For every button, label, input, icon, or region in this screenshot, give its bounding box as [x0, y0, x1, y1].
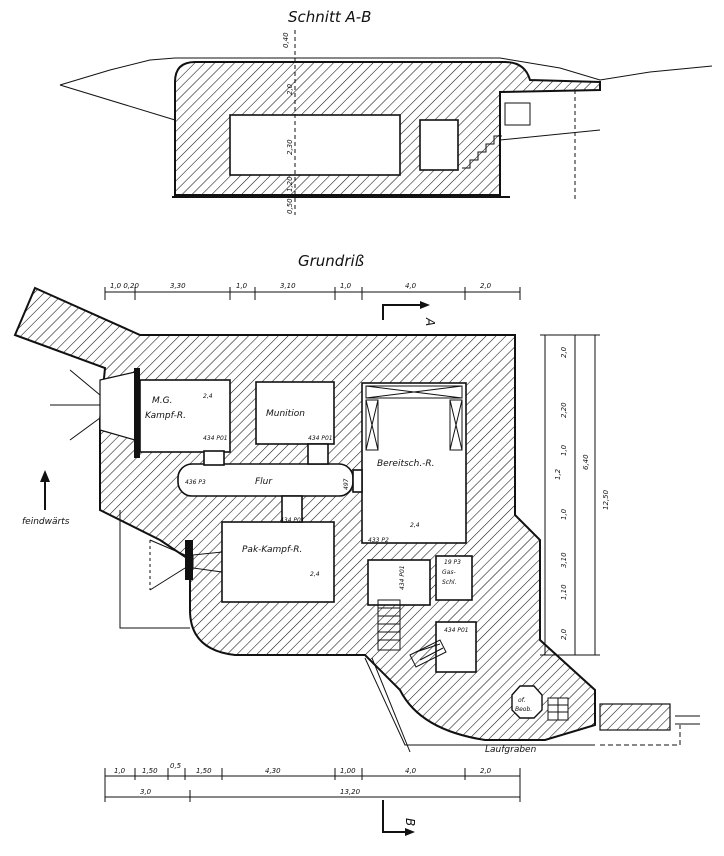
entrance-stairs	[409, 639, 447, 668]
terrain-line	[59, 57, 713, 86]
bottom-dim-5: 1,00	[340, 767, 356, 775]
cut-marker-b: B	[382, 800, 417, 836]
right-dim-7: 2,0	[560, 628, 568, 640]
section-ground-right	[499, 129, 601, 141]
marker-434-pak: 434 P01	[280, 517, 305, 524]
right-dim-6: 1,10	[560, 584, 568, 600]
section-title: Schnitt A-B	[288, 8, 371, 26]
door-munition	[307, 443, 329, 465]
marker-434-entry: 434 P01	[444, 627, 469, 634]
section-view: Schnitt A-B 0,40 2,0 2,30 1,20 0,50	[59, 8, 713, 215]
right-dim-5: 3,10	[560, 552, 568, 568]
bottom-dimension-lines: 1,0 1,50 0,5 1,50 4,30 1,00 4,0 2,0 3,0 …	[104, 762, 521, 802]
bottom-dim-4: 4,30	[265, 767, 281, 775]
right-dim-0: 2,0	[560, 346, 568, 358]
fire-lines	[50, 369, 190, 629]
top-dim-3: 3,10	[280, 282, 296, 290]
room-label-gas-2: Schl.	[442, 579, 457, 586]
room-label-bereitsch: Bereitsch.-R.	[377, 459, 435, 469]
feindwaerts-label: feindwärts	[22, 517, 70, 527]
top-dim-2: 1,0	[236, 282, 248, 290]
room-label-mg-2: Kampf-R.	[145, 411, 186, 421]
mg-embrasure	[99, 371, 136, 441]
pak-embrasure	[149, 539, 223, 591]
room-gas	[435, 555, 473, 601]
marker-434-munition: 434 P01	[308, 435, 333, 442]
bottom-dim-row2-0: 3,0	[140, 788, 152, 796]
terrain-slope-left	[59, 84, 176, 121]
door-pak	[281, 495, 303, 523]
cut-label-b: B	[403, 818, 417, 826]
marker-24-mg: 2,4	[203, 393, 213, 400]
top-dimension-line: 1,0 0,20 3,30 1,0 3,10 1,0 4,0 2,0	[104, 282, 521, 300]
section-periscope	[504, 102, 531, 126]
bottom-dim-2: 0,5	[170, 762, 182, 770]
top-dim-0: 1,0 0,20	[110, 282, 139, 290]
top-dim-4: 1,0	[340, 282, 352, 290]
section-dim-0: 0,40	[282, 32, 290, 48]
bottom-dim-0: 1,0	[114, 767, 126, 775]
marker-19: 19 P3	[444, 559, 461, 566]
marker-497: 497	[343, 478, 350, 490]
room-bereitsch	[361, 382, 467, 544]
marker-433: 433 P2	[368, 537, 389, 544]
room-munition	[255, 381, 335, 445]
cut-label-a: A	[423, 317, 437, 326]
bottom-dim-row2-1: 13,20	[340, 788, 361, 796]
room-label-beob-2: Beob.	[515, 706, 532, 713]
laufgraben-label: Laufgraben	[485, 745, 537, 755]
bottom-dim-7: 2,0	[480, 767, 492, 775]
section-dim-3: 1,20	[286, 176, 294, 192]
marker-434-stair: 434 P01	[399, 565, 406, 590]
room-label-munition: Munition	[266, 409, 305, 419]
right-dim-4: 1,0	[560, 508, 568, 520]
door-mg	[203, 450, 225, 466]
right-dimension-lines: 2,0 2,20 1,0 1,2 1,0 3,10 1,10 2,0 6,40 …	[540, 334, 610, 656]
room-entry	[435, 621, 477, 673]
section-door-frame	[419, 119, 459, 171]
feindwaerts-indicator: feindwärts	[22, 470, 70, 527]
right-dim-mid: 6,40	[582, 454, 590, 470]
marker-24-bereitsch: 2,4	[410, 522, 420, 529]
top-dim-5: 4,0	[405, 282, 417, 290]
observation-post	[511, 685, 569, 721]
section-dim-4: 0,50	[286, 198, 294, 214]
stairs	[377, 599, 401, 651]
bottom-dim-6: 4,0	[405, 767, 417, 775]
right-dim-2: 1,0	[560, 444, 568, 456]
top-dim-1: 3,30	[170, 282, 186, 290]
section-room	[229, 114, 401, 176]
room-pak	[221, 521, 335, 603]
plan-concrete-body	[13, 286, 596, 741]
marker-434-mg: 434 P01	[203, 435, 228, 442]
cut-marker-a: A	[382, 301, 437, 326]
room-mg	[139, 379, 231, 453]
room-label-pak: Pak-Kampf-R.	[242, 545, 302, 555]
marker-436: 436 P3	[185, 479, 206, 486]
mg-embrasure-plate	[134, 368, 140, 458]
room-stair-hall	[367, 559, 431, 606]
right-dim-1: 2,20	[560, 402, 568, 418]
bunk-crosses	[365, 385, 463, 451]
room-label-gas-1: Gas-	[442, 569, 456, 576]
door-bereitsch	[352, 469, 363, 493]
right-dim-3: 1,2	[554, 468, 562, 480]
section-steps	[462, 135, 502, 169]
room-label-flur: Flur	[255, 477, 273, 487]
bottom-dim-3: 1,50	[196, 767, 212, 775]
bottom-dim-1: 1,50	[142, 767, 158, 775]
laufgraben-trench: Laufgraben	[364, 657, 700, 755]
plan-title: Grundriß	[298, 252, 364, 270]
room-label-beob-1: of.	[518, 697, 526, 704]
right-dim-total: 12,50	[602, 489, 610, 510]
section-dim-2: 2,30	[286, 139, 294, 155]
top-dim-6: 2,0	[480, 282, 492, 290]
section-dim-1: 2,0	[286, 83, 294, 95]
room-label-mg-1: M.G.	[152, 396, 172, 406]
marker-24-pak: 2,4	[310, 571, 320, 578]
